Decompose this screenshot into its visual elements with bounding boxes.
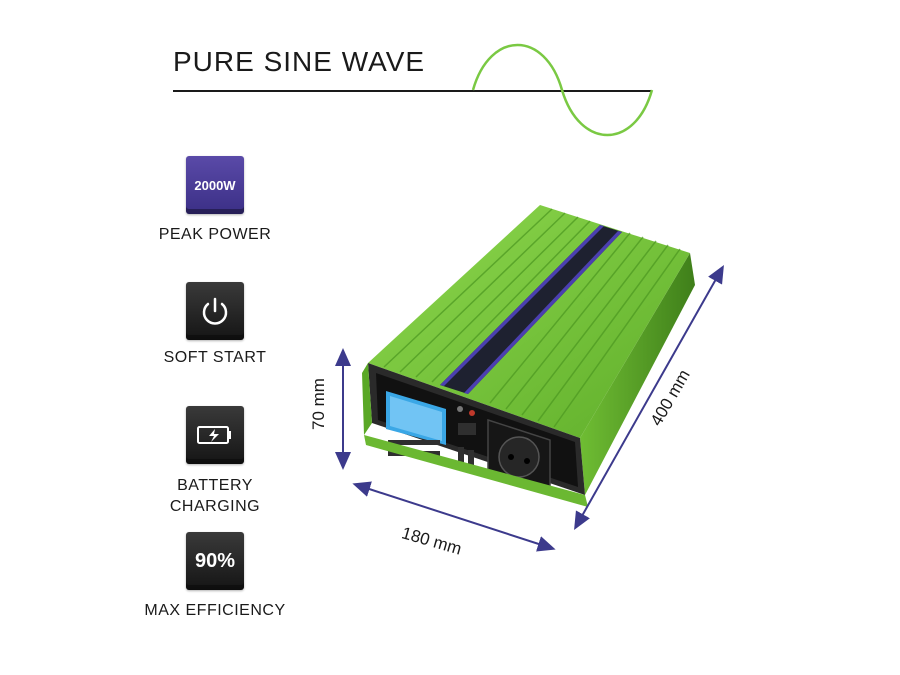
inverter-illustration xyxy=(362,205,695,507)
battery-charging-label-line2: CHARGING xyxy=(169,498,261,515)
height-dimension-label: 70 mm xyxy=(308,378,328,430)
soft-start-label: SOFT START xyxy=(163,349,267,366)
battery-charging-label-line1: BATTERY xyxy=(177,477,253,494)
efficiency-badge: 90% xyxy=(186,532,244,590)
sine-wave-icon xyxy=(471,43,654,137)
power-icon xyxy=(202,297,228,325)
efficiency-value: 90% xyxy=(194,549,236,572)
peak-power-badge: 2000W xyxy=(186,156,244,214)
battery-charging-label: BATTERY CHARGING xyxy=(135,475,295,517)
title-divider xyxy=(173,90,651,92)
peak-power-value: 2000W xyxy=(194,177,236,193)
peak-power-label: PEAK POWER xyxy=(158,226,272,243)
battery-charging-icon xyxy=(197,426,231,444)
page-title: PURE SINE WAVE xyxy=(173,46,426,77)
battery-charging-badge xyxy=(186,406,244,464)
max-efficiency-label: MAX EFFICIENCY xyxy=(144,602,286,619)
soft-start-badge xyxy=(186,282,244,340)
